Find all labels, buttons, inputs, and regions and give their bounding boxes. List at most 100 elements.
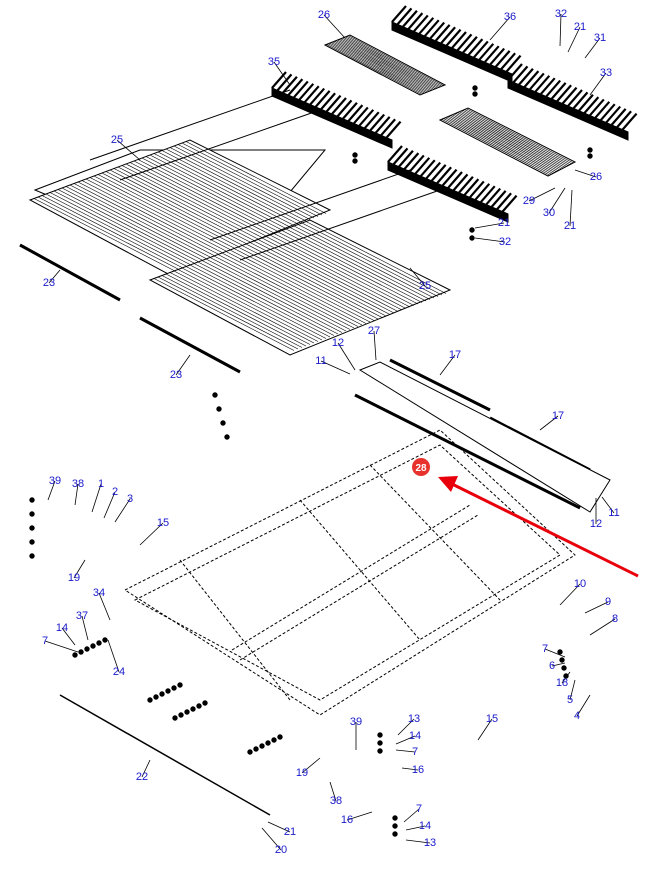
fastener xyxy=(352,158,358,164)
leader-line xyxy=(548,187,566,214)
part-number-label[interactable]: 21 xyxy=(574,21,586,33)
leader-line xyxy=(401,767,419,771)
leader-line xyxy=(489,16,511,41)
leader-line xyxy=(574,169,597,178)
fastener xyxy=(259,743,265,749)
leader-line xyxy=(107,639,120,673)
part-number-label[interactable]: 30 xyxy=(543,207,555,219)
part-number-label[interactable]: 17 xyxy=(449,349,461,361)
leader-line xyxy=(397,718,415,736)
part-number-label[interactable]: 21 xyxy=(284,826,296,838)
part-number-label[interactable]: 17 xyxy=(552,410,564,422)
leader-line xyxy=(273,61,291,86)
part-number-label[interactable]: 25 xyxy=(111,134,123,146)
part-number-label[interactable]: 7 xyxy=(416,803,422,815)
part-number-label[interactable]: 5 xyxy=(567,694,573,706)
leader-line xyxy=(116,139,141,161)
part-number-label[interactable]: 14 xyxy=(419,820,431,832)
part-number-label[interactable]: 7 xyxy=(542,643,548,655)
part-number-label[interactable]: 19 xyxy=(296,767,308,779)
part-number-label[interactable]: 26 xyxy=(318,9,330,21)
part-number-label[interactable]: 13 xyxy=(408,713,420,725)
leader-line xyxy=(551,662,566,667)
sieve-panel xyxy=(323,34,447,96)
part-number-label[interactable]: 18 xyxy=(556,677,568,689)
part-number-label[interactable]: 12 xyxy=(590,518,602,530)
part-number-label[interactable]: 31 xyxy=(594,32,606,44)
part-number-label[interactable]: 21 xyxy=(498,217,510,229)
fastener xyxy=(178,712,184,718)
part-number-label[interactable]: 23 xyxy=(170,369,182,381)
leader-line xyxy=(267,821,291,833)
leader-line xyxy=(74,483,79,506)
part-number-label[interactable]: 8 xyxy=(612,613,618,625)
fastener xyxy=(190,706,196,712)
part-number-label[interactable]: 14 xyxy=(56,622,68,634)
part-number-label[interactable]: 19 xyxy=(68,572,80,584)
part-number-label[interactable]: 27 xyxy=(368,325,380,337)
part-number-label[interactable]: 32 xyxy=(555,8,567,20)
part-number-label[interactable]: 22 xyxy=(136,771,148,783)
part-number-label[interactable]: 35 xyxy=(268,56,280,68)
leader-line xyxy=(474,237,506,243)
part-number-label[interactable]: 26 xyxy=(590,171,602,183)
part-number-label[interactable]: 24 xyxy=(113,666,125,678)
part-number-label[interactable]: 33 xyxy=(600,67,612,79)
part-number-label[interactable]: 23 xyxy=(43,277,55,289)
part-number-label[interactable]: 16 xyxy=(341,814,353,826)
sieve-frame xyxy=(123,429,576,716)
parts-layer xyxy=(19,5,638,837)
fastener xyxy=(184,709,190,715)
fastener xyxy=(102,637,108,643)
part-number-label[interactable]: 21 xyxy=(564,220,576,232)
part-number-label[interactable]: 7 xyxy=(42,635,48,647)
part-number-label[interactable]: 38 xyxy=(330,795,342,807)
part-number-label[interactable]: 12 xyxy=(332,337,344,349)
part-number-label[interactable]: 15 xyxy=(157,517,169,529)
leader-line xyxy=(329,781,337,802)
part-number-label[interactable]: 15 xyxy=(486,713,498,725)
part-number-label[interactable]: 29 xyxy=(523,195,535,207)
fastener xyxy=(277,734,283,740)
leader-line xyxy=(175,354,191,376)
highlight-callout[interactable]: 28 xyxy=(412,458,430,476)
part-number-label[interactable]: 37 xyxy=(76,610,88,622)
part-number-label[interactable]: 34 xyxy=(93,587,105,599)
part-number-label[interactable]: 20 xyxy=(275,844,287,856)
part-number-label[interactable]: 10 xyxy=(574,578,586,590)
fastener xyxy=(352,152,358,158)
part-number-label[interactable]: 3 xyxy=(127,493,133,505)
part-number-label[interactable]: 11 xyxy=(315,355,326,367)
fastener xyxy=(78,649,84,655)
part-number-label[interactable]: 36 xyxy=(504,11,516,23)
part-number-label[interactable]: 11 xyxy=(608,507,619,519)
part-number-label[interactable]: 25 xyxy=(419,280,431,292)
part-number-label[interactable]: 32 xyxy=(499,236,511,248)
part-number-label[interactable]: 7 xyxy=(412,746,418,758)
part-number-label[interactable]: 38 xyxy=(72,478,84,490)
part-number-label[interactable]: 2 xyxy=(112,486,118,498)
fastener xyxy=(84,646,90,652)
part-number-label[interactable]: 39 xyxy=(350,716,362,728)
part-number-label[interactable]: 13 xyxy=(424,837,436,849)
fastener xyxy=(253,746,259,752)
leader-line xyxy=(320,360,351,375)
part-number-label[interactable]: 9 xyxy=(605,596,611,608)
leader-line xyxy=(139,522,164,546)
part-number-label[interactable]: 1 xyxy=(98,478,104,490)
leader-line xyxy=(405,825,426,831)
part-number-label[interactable]: 14 xyxy=(409,730,421,742)
leader-line xyxy=(569,189,573,227)
part-number-label[interactable]: 4 xyxy=(574,710,580,722)
leader-line xyxy=(601,496,615,514)
fastener xyxy=(147,697,153,703)
leader-line xyxy=(539,415,559,431)
part-number-label[interactable]: 39 xyxy=(49,475,61,487)
fastener xyxy=(469,235,475,241)
fastener xyxy=(29,511,35,517)
part-number-label[interactable]: 6 xyxy=(549,660,555,672)
part-number-label[interactable]: 16 xyxy=(412,764,424,776)
